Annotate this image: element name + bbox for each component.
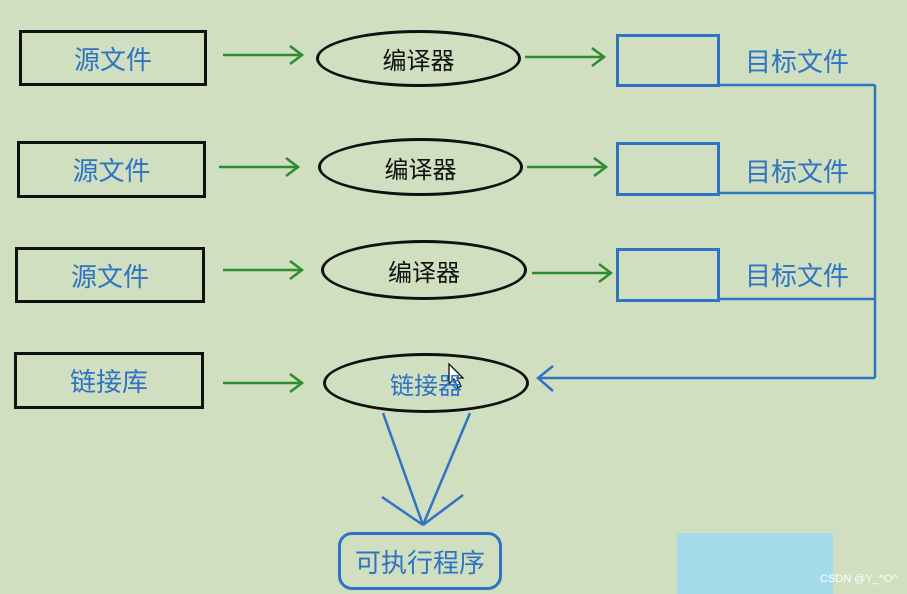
- source-file-label-1: 源文件: [73, 45, 152, 76]
- compiler-label-3: 编译器: [388, 258, 460, 287]
- executable-box: 可执行程序: [338, 532, 502, 590]
- source-file-box-3: 源文件: [15, 247, 205, 303]
- arrow-compiler-object-3: [532, 263, 614, 283]
- compiler-node-3: 编译器: [321, 240, 527, 300]
- arrow-library-linker: [223, 373, 305, 393]
- library-label: 链接库: [69, 368, 148, 398]
- compiler-node-1: 编译器: [316, 30, 521, 87]
- executable-label: 可执行程序: [354, 548, 485, 579]
- arrow-compiler-object-1: [525, 47, 607, 67]
- source-file-box-1: 源文件: [19, 30, 207, 86]
- object-to-linker-bus: [536, 83, 877, 392]
- compiler-node-2: 编译器: [318, 138, 523, 196]
- linker-label: 链接器: [390, 371, 462, 400]
- arrow-linker-executable: [381, 412, 472, 527]
- source-file-label-2: 源文件: [72, 157, 151, 187]
- source-file-box-2: 源文件: [17, 141, 206, 198]
- arrow-source-compiler-2: [219, 157, 301, 177]
- object-file-box-2: [616, 142, 720, 196]
- compiler-label-1: 编译器: [382, 47, 455, 75]
- watermark: CSDN @Y_^O^: [820, 573, 898, 585]
- arrow-compiler-object-2: [527, 157, 609, 177]
- linker-node: 链接器: [323, 353, 529, 413]
- source-file-label-3: 源文件: [70, 262, 149, 293]
- overlay-patch: [677, 533, 833, 594]
- compiler-label-2: 编译器: [384, 155, 457, 184]
- arrow-source-compiler-3: [223, 260, 305, 280]
- arrow-source-compiler-1: [223, 45, 305, 65]
- object-file-label-1: 目标文件: [745, 48, 850, 78]
- library-box: 链接库: [14, 352, 204, 409]
- object-file-label-2: 目标文件: [745, 158, 850, 188]
- object-file-box-3: [616, 248, 720, 302]
- object-file-label-3: 目标文件: [745, 262, 850, 292]
- object-file-box-1: [616, 34, 720, 87]
